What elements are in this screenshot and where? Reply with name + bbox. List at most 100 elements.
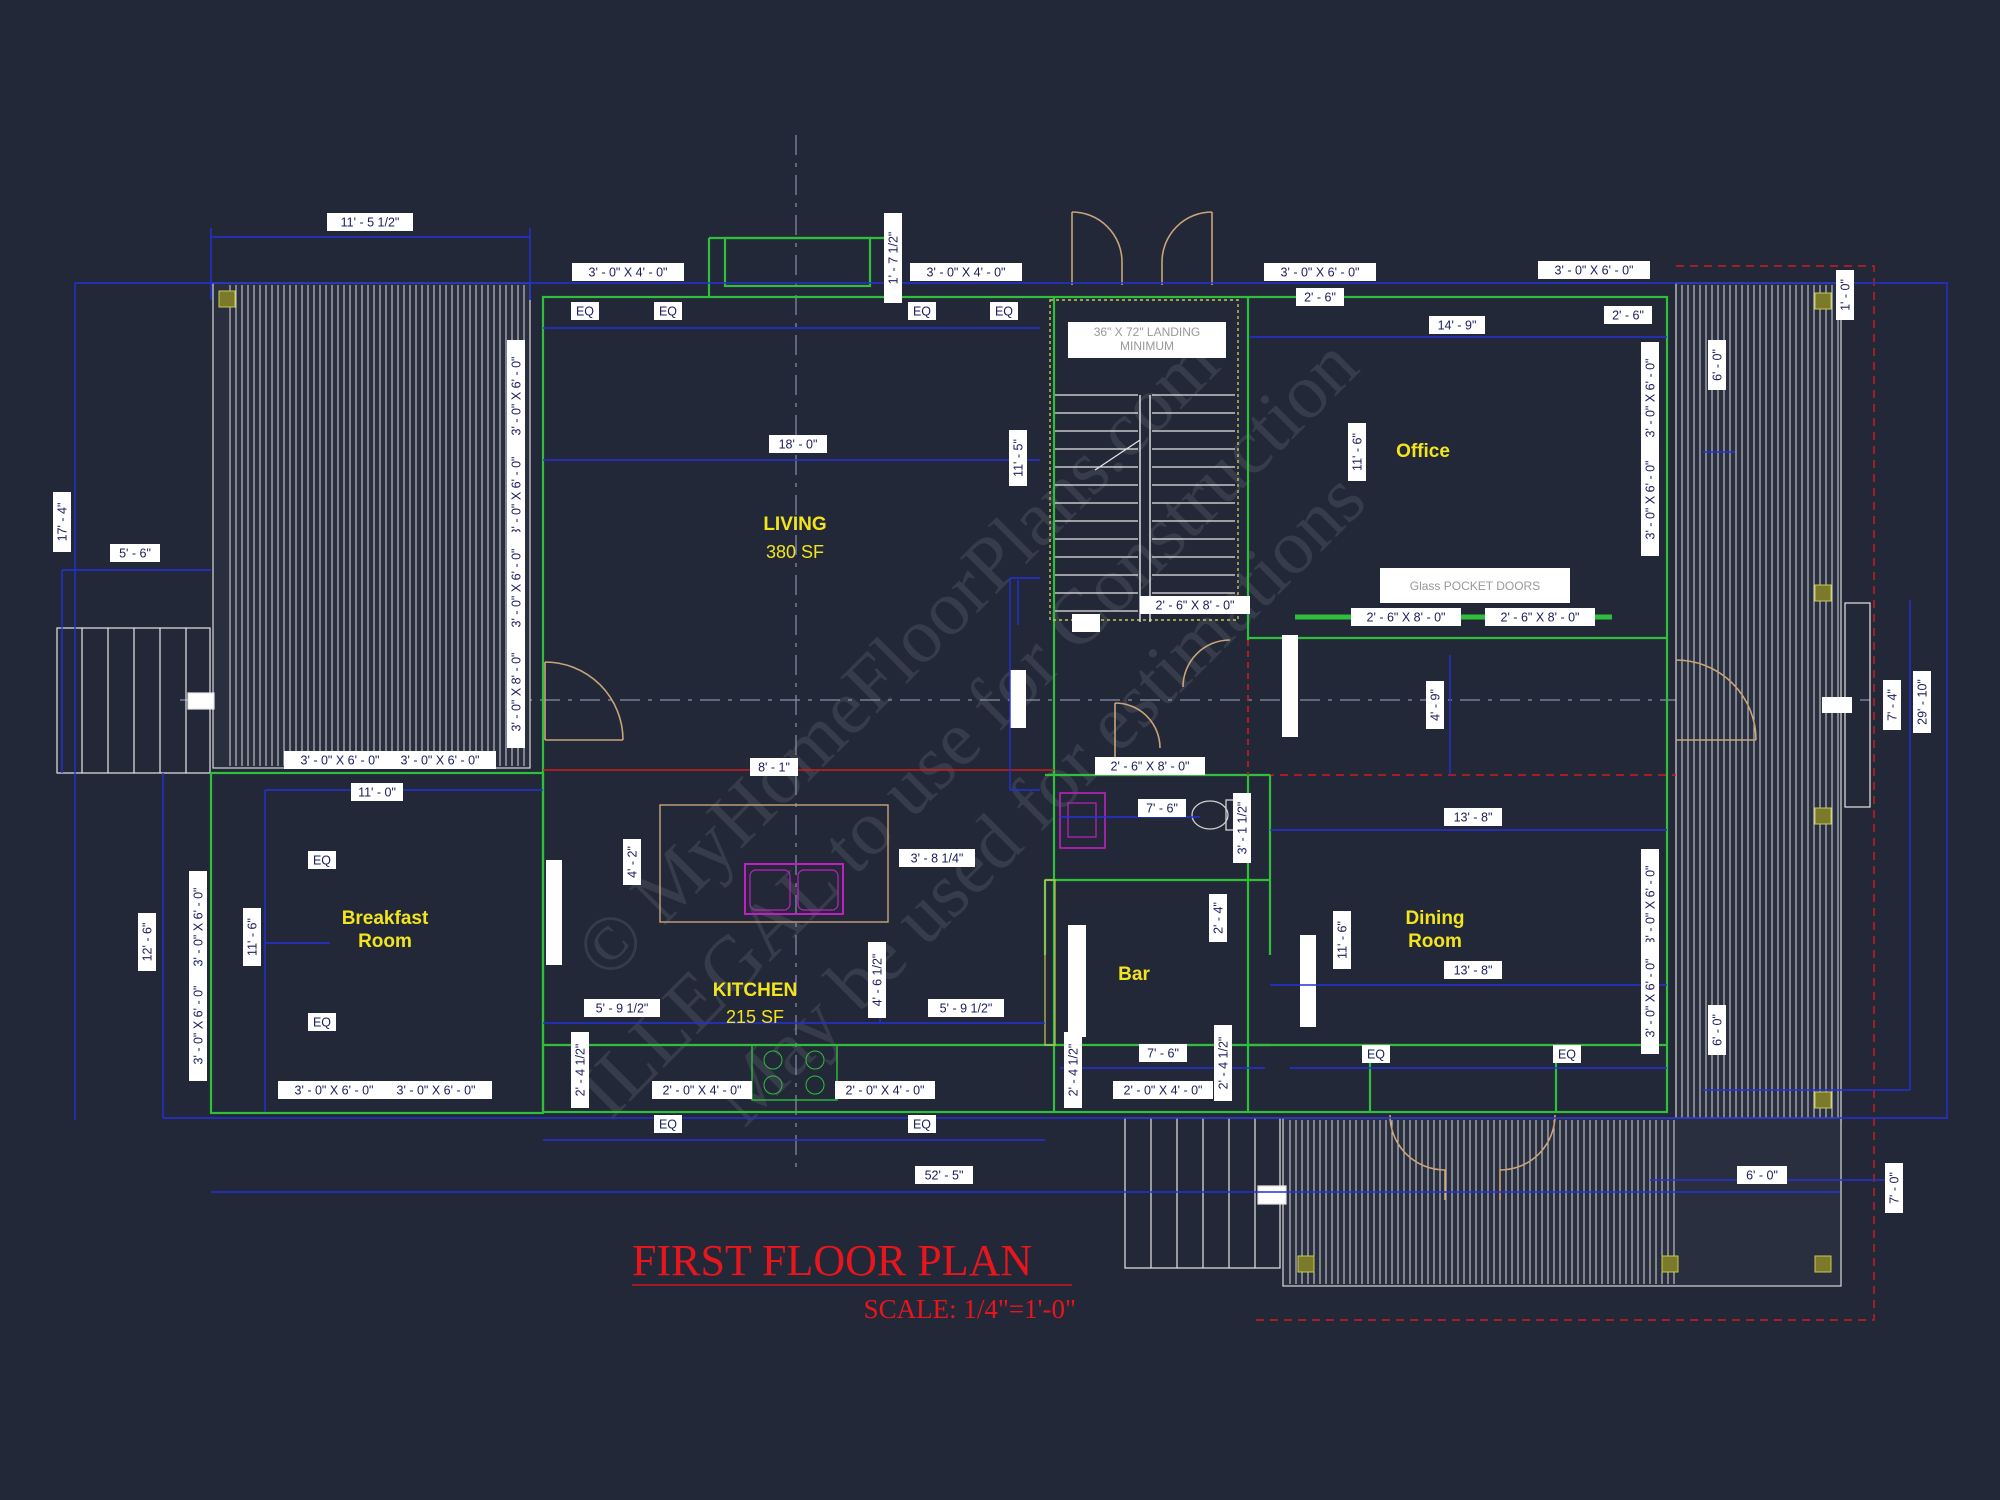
bar-counter: [1010, 635, 1316, 1046]
dimension-label: 4' - 9": [1426, 681, 1444, 729]
watermark: © MyHomeFloorPlans.com ILLEGAL to use fo…: [558, 318, 1381, 1141]
dimension-label: 12' - 6": [138, 913, 156, 971]
dimension-label: 7' - 4": [1883, 680, 1901, 730]
dimension-text: 3' - 0" X 6' - 0": [1644, 359, 1658, 438]
eq-label: EQ: [908, 302, 936, 320]
eq-label: EQ: [990, 302, 1018, 320]
dimension-text: 17' - 4": [56, 503, 70, 542]
dimension-label: 29' - 10": [1913, 671, 1931, 733]
room-label-office: Office: [1396, 441, 1450, 462]
dimension-text: 3' - 0" X 6' - 0": [192, 888, 206, 967]
eq-text: EQ: [913, 1118, 931, 1132]
dimension-text: 3' - 0" X 6' - 0": [397, 1084, 476, 1098]
dimension-text: 3' - 0" X 6' - 0": [192, 986, 206, 1065]
dimension-text: 2' - 0" X 4' - 0": [663, 1084, 742, 1098]
eq-label: EQ: [308, 851, 336, 869]
dimension-text: 3' - 0" X 4' - 0": [589, 266, 668, 280]
dimension-label: 3' - 0" X 6' - 0": [380, 1081, 492, 1099]
left-exterior-steps: [56, 627, 215, 774]
dimension-label: 2' - 4 1/2": [1214, 1025, 1232, 1101]
dimension-label: 3' - 8 1/4": [899, 849, 975, 867]
dimension-text: 1' - 7 1/2": [887, 232, 901, 285]
dimension-label: 6' - 0": [1708, 340, 1726, 390]
dimension-text: 7' - 6": [1146, 802, 1178, 816]
dimension-text: 4' - 6 1/2": [871, 954, 885, 1007]
dimension-label: 2' - 0" X 4' - 0": [835, 1081, 935, 1099]
dimension-label: 4' - 6 1/2": [868, 942, 886, 1018]
dimension-label: 3' - 0" X 6' - 0": [1264, 263, 1376, 281]
dimension-text: 11' - 6": [1351, 433, 1365, 471]
dimension-text: 3' - 0" X 6' - 0": [1281, 266, 1360, 280]
plan-title: FIRST FLOOR PLAN: [632, 1236, 1032, 1285]
dimension-label: 3' - 0" X 8' - 0": [507, 636, 525, 748]
dimension-label: 11' - 0": [351, 783, 403, 801]
landing-callout: 36" X 72" LANDING: [1094, 325, 1201, 339]
dimension-label: 3' - 0" X 6' - 0": [507, 532, 525, 644]
dimension-text: 2' - 0" X 4' - 0": [846, 1084, 925, 1098]
dimension-text: 4' - 9": [1429, 689, 1443, 721]
dimension-label: 3' - 0" X 6' - 0": [278, 1081, 390, 1099]
dimension-label: 3' - 0" X 6' - 0": [507, 340, 525, 452]
eq-label: EQ: [654, 1115, 682, 1133]
pocket-doors-callout: Glass POCKET DOORS: [1410, 579, 1540, 593]
dimension-label: 6' - 0": [1708, 1005, 1726, 1055]
dimension-text: 3' - 0" X 6' - 0": [1555, 264, 1634, 278]
dimension-label: 11' - 6": [1348, 423, 1366, 481]
dimension-label: 18' - 0": [769, 435, 827, 453]
dimension-label: 2' - 6" X 8' - 0": [1095, 757, 1205, 775]
eq-label: EQ: [308, 1013, 336, 1031]
dimension-text: 6' - 0": [1746, 1169, 1778, 1183]
eq-text: EQ: [313, 854, 331, 868]
dimension-text: 11' - 5 1/2": [341, 216, 400, 230]
dimension-label: 6' - 0": [1737, 1166, 1787, 1184]
dimension-text: 2' - 6": [1612, 309, 1644, 323]
dimension-text: 14' - 9": [1438, 319, 1477, 333]
dimension-label: 3' - 0" X 4' - 0": [910, 263, 1022, 281]
dimension-label: 2' - 6": [1296, 288, 1344, 306]
right-porch-decking: [1282, 282, 1871, 1287]
dimension-text: 2' - 6" X 8' - 0": [1111, 760, 1190, 774]
dimension-text: 5' - 6": [119, 547, 151, 561]
plan-scale: SCALE: 1/4"=1'-0": [864, 1294, 1076, 1324]
eq-label: EQ: [571, 302, 599, 320]
eq-label: EQ: [1362, 1045, 1390, 1063]
dimension-label: 1' - 0": [1836, 270, 1854, 320]
left-porch-decking: [212, 282, 531, 769]
dimension-text: 52' - 5": [925, 1169, 964, 1183]
dimension-label: 3' - 0" X 6' - 0": [1641, 942, 1659, 1054]
room-label-living: LIVING: [763, 514, 826, 535]
bottom-exterior-steps: [1124, 1117, 1287, 1269]
dimension-text: 3' - 0" X 6' - 0": [1644, 461, 1658, 540]
dimension-text: 3' - 0" X 6' - 0": [510, 549, 524, 628]
dimension-text: 2' - 4 1/2": [1217, 1037, 1231, 1090]
dimension-label: 3' - 0" X 6' - 0": [384, 751, 496, 769]
dimension-text: 13' - 8": [1454, 964, 1493, 978]
kitchen-fixtures: [546, 804, 889, 1101]
dimension-label: 2' - 6" X 8' - 0": [1351, 608, 1461, 626]
dimension-label: 2' - 6" X 8' - 0": [1485, 608, 1595, 626]
dimension-text: 2' - 4 1/2": [1067, 1044, 1081, 1097]
dimension-label: 3' - 0" X 6' - 0": [1641, 849, 1659, 961]
dimension-text: 3' - 0" X 6' - 0": [1644, 959, 1658, 1038]
dimension-text: 13' - 8": [1454, 811, 1493, 825]
dimension-label: 2' - 0" X 4' - 0": [652, 1081, 752, 1099]
dimension-text: 6' - 0": [1711, 1014, 1725, 1046]
dimension-text: 11' - 6": [1336, 921, 1350, 959]
room-label-dining: Dining: [1405, 908, 1464, 929]
doors: [544, 211, 1757, 1200]
dimension-label: 7' - 6": [1138, 799, 1186, 817]
dimension-text: 5' - 9 1/2": [940, 1002, 993, 1016]
dimension-label: 7' - 0": [1885, 1163, 1903, 1213]
dimension-text: 3' - 0" X 6' - 0": [295, 1084, 374, 1098]
room-label-bar: Bar: [1118, 964, 1150, 985]
dimension-text: 3' - 0" X 8' - 0": [510, 653, 524, 732]
dimension-text: 8' - 1": [758, 761, 790, 775]
dimension-text: 11' - 0": [358, 786, 396, 800]
dimension-label: 1' - 7 1/2": [884, 213, 902, 303]
room-area-living: 380 SF: [766, 542, 824, 562]
dimension-text: 3' - 8 1/4": [911, 852, 964, 866]
dimension-text: 6' - 0": [1711, 349, 1725, 381]
dimension-label: 11' - 5 1/2": [327, 213, 413, 231]
eq-label: EQ: [908, 1115, 936, 1133]
dimension-label: 3' - 1 1/2": [1233, 793, 1251, 863]
